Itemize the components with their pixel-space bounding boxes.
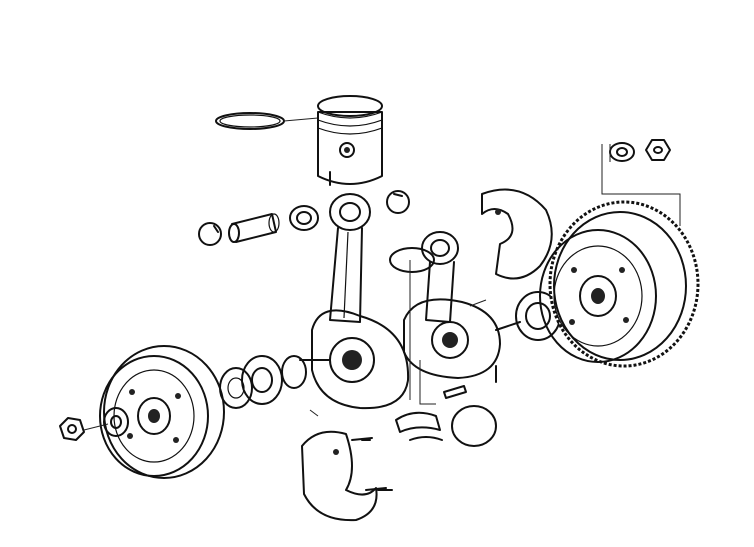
oil-seal-ring — [451, 405, 497, 447]
piston-ring — [215, 112, 319, 130]
circlip-right — [386, 190, 410, 214]
washer-left — [103, 407, 129, 437]
connecting-rod-1 — [329, 193, 371, 323]
needle-bearing-small-end — [289, 205, 319, 231]
balance-weight-upper — [481, 188, 553, 280]
crank-web-right — [403, 298, 521, 379]
nut-left — [59, 417, 109, 441]
washer-right — [609, 142, 635, 162]
main-bearing-left — [219, 355, 307, 409]
piston — [317, 95, 383, 186]
circlip-left — [198, 222, 222, 246]
gudgeon-pin — [228, 213, 280, 243]
crank-web-left — [299, 309, 410, 410]
woodruff-key — [443, 385, 467, 399]
bearing-shell — [395, 411, 443, 441]
nut-right — [645, 139, 671, 161]
leader-lines — [309, 144, 681, 417]
screws — [361, 365, 497, 491]
balance-weight-lower — [301, 430, 387, 522]
flywheel-left — [99, 345, 225, 479]
flywheel-ring-gear-right — [539, 200, 700, 368]
connecting-rod-2 — [389, 231, 459, 323]
